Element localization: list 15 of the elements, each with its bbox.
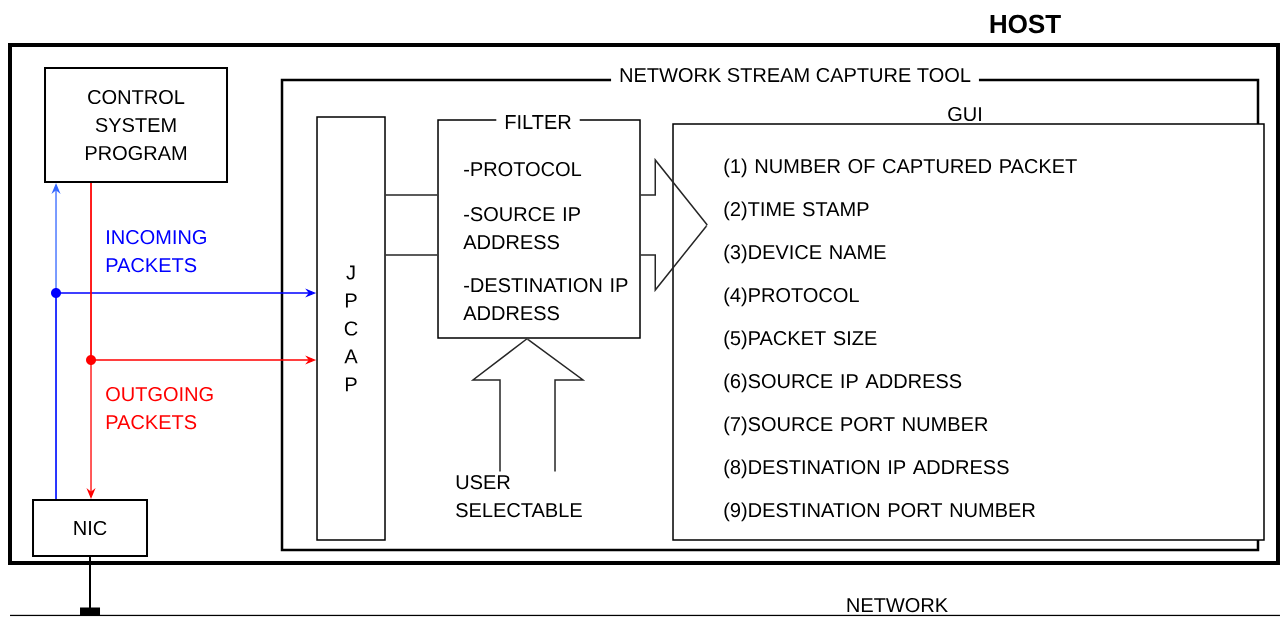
program-box: CONTROL SYSTEM PROGRAM — [44, 67, 228, 183]
filter-box: FILTER -PROTOCOL -SOURCE IP ADDRESS -DESTINATION IP ADDRESS — [437, 114, 641, 339]
node-label: HOST — [990, 14, 1061, 34]
node-label: GUI — [948, 106, 981, 122]
block-arrow — [385, 194, 438, 256]
network-drop-line — [80, 556, 100, 616]
block-arrow — [640, 157, 708, 293]
jpcap-box: J P C A P — [316, 116, 386, 541]
network-line: NETWORK — [9, 598, 1280, 617]
node-label: NETWORK STREAM CAPTURE TOOL — [620, 67, 971, 83]
input-label: USER SELECTABLE — [456, 475, 582, 518]
edge-label: INCOMING PACKETS — [106, 230, 206, 273]
block-arrow — [470, 338, 586, 473]
edge-label: OUTGOING PACKETS — [106, 387, 213, 430]
nic-box: NIC — [32, 499, 148, 557]
